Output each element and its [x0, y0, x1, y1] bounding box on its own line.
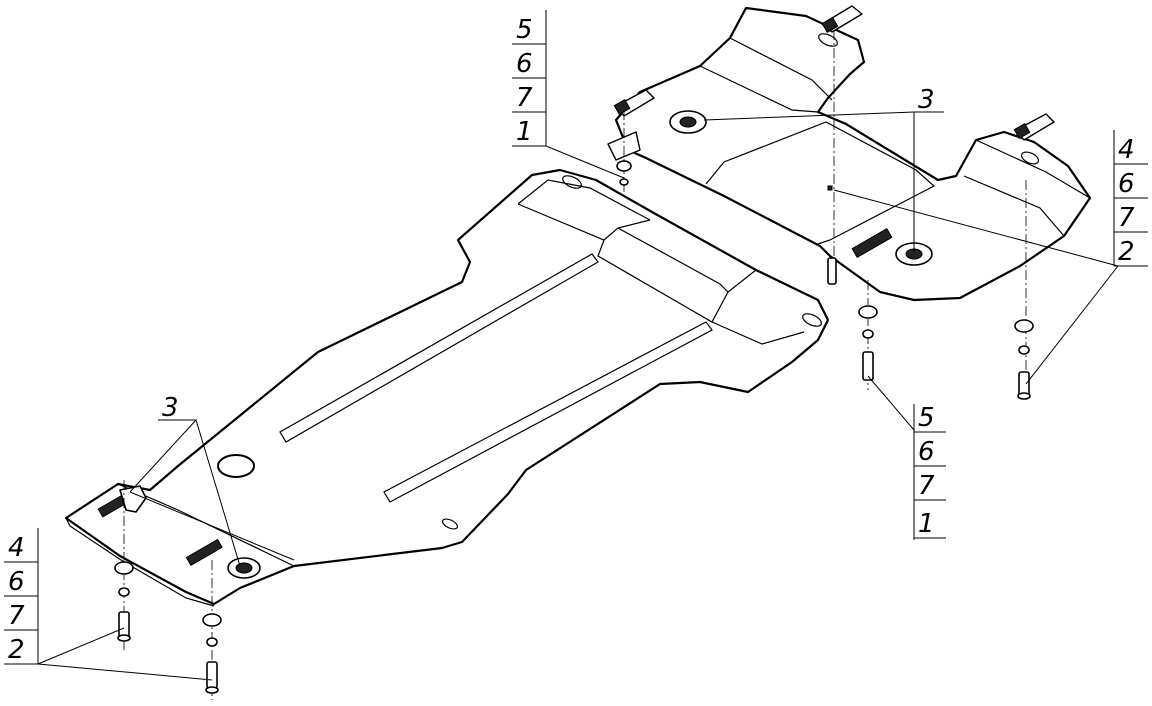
callout-right-top-4: 2 — [1118, 237, 1135, 267]
callout-right-middle-2: 6 — [918, 437, 935, 467]
rear-nut-left — [669, 110, 707, 134]
callout-top-middle-4: 1 — [516, 117, 533, 147]
leader-lines — [37, 111, 1119, 681]
callout-right-top-3: 7 — [1118, 203, 1135, 233]
rear-right-tab — [1013, 113, 1055, 141]
label-front-plate: 3 — [162, 393, 179, 423]
callout-right-middle-4: 1 — [918, 509, 935, 539]
callout-left-bottom-4: 2 — [8, 635, 25, 665]
callout-left-bottom-2: 6 — [8, 567, 25, 597]
callout-top-middle: 5 6 7 1 — [512, 10, 547, 147]
rear-left-tab — [613, 89, 655, 117]
callout-top-middle-2: 6 — [516, 49, 533, 79]
callout-top-middle-1: 5 — [516, 15, 533, 45]
rear-clip-right — [851, 227, 893, 259]
callout-right-middle-1: 5 — [918, 403, 935, 433]
callout-left-bottom-3: 7 — [8, 601, 25, 631]
rear-right-fasteners — [1014, 319, 1034, 400]
front-skid-plate — [64, 168, 830, 607]
callout-left-bottom-1: 4 — [8, 533, 25, 563]
rear-middle-fasteners — [827, 257, 878, 381]
front-right-clip — [185, 538, 223, 567]
callout-right-top-2: 6 — [1118, 169, 1135, 199]
rear-left-fasteners — [616, 160, 632, 186]
front-nut — [227, 557, 261, 579]
callout-left-bottom: 4 6 7 2 — [4, 528, 39, 665]
callout-top-middle-3: 7 — [516, 83, 533, 113]
callout-right-top-1: 4 — [1118, 135, 1135, 165]
callout-right-middle-3: 7 — [918, 471, 935, 501]
callout-right-top: 4 6 7 2 — [1113, 130, 1148, 267]
callout-right-middle: 5 6 7 1 — [913, 403, 946, 540]
label-rear-plate: 3 — [918, 85, 935, 115]
front-right-fasteners — [202, 613, 222, 694]
front-left-fasteners — [114, 561, 134, 642]
rear-top-tab — [821, 5, 863, 34]
